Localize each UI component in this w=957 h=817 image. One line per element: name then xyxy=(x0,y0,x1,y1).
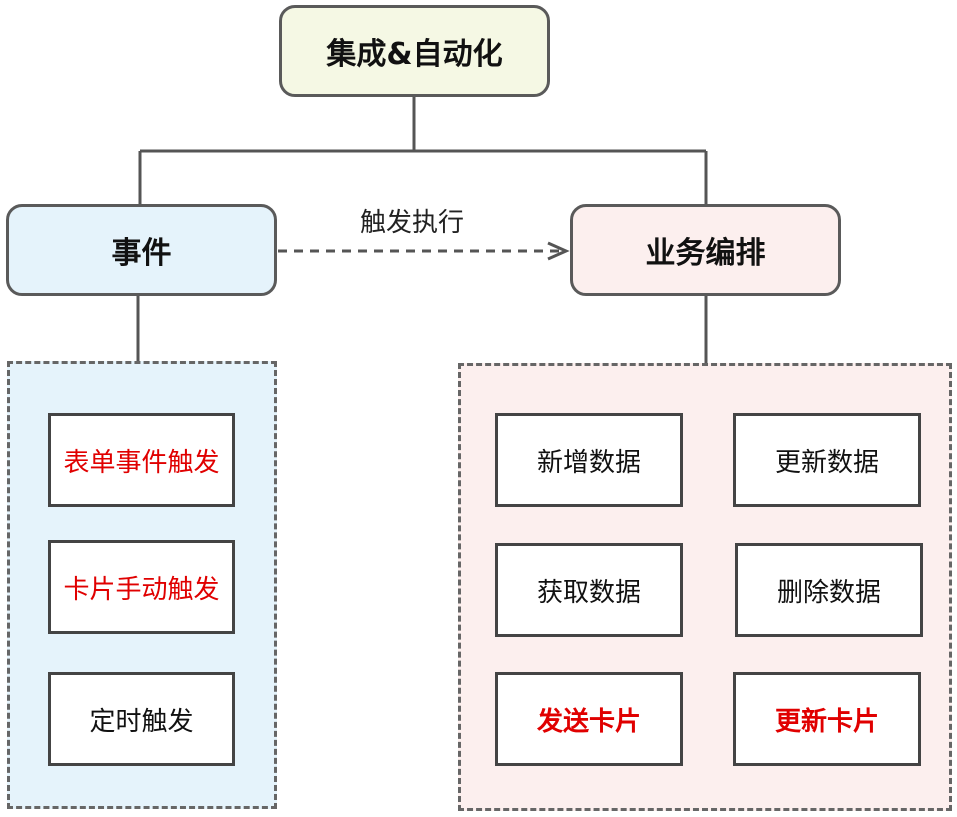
event-item-card-manual-trigger: 卡片手动触发 xyxy=(48,540,235,634)
action-item-get-data: 获取数据 xyxy=(495,543,683,637)
orchestration-node: 业务编排 xyxy=(570,204,841,296)
root-node: 集成&自动化 xyxy=(279,5,550,97)
action-item-delete-data: 删除数据 xyxy=(735,543,923,637)
trigger-arrow xyxy=(278,241,570,261)
action-item-update-card: 更新卡片 xyxy=(733,672,921,766)
events-node: 事件 xyxy=(6,204,277,296)
event-item-form-trigger: 表单事件触发 xyxy=(48,413,235,507)
action-item-send-card: 发送卡片 xyxy=(495,672,683,766)
event-item-scheduled-trigger: 定时触发 xyxy=(48,672,235,766)
action-item-add-data: 新增数据 xyxy=(495,413,683,507)
trigger-edge-label: 触发执行 xyxy=(360,208,465,238)
action-item-update-data: 更新数据 xyxy=(733,413,921,507)
